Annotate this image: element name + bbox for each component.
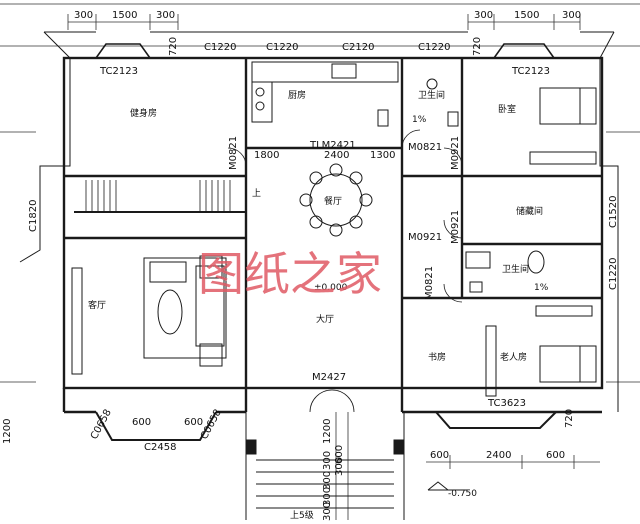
code-tc3623: TC3623 (487, 398, 526, 409)
dim-entry-300a: 300 (322, 451, 333, 470)
room-kitchen: 厨房 (288, 89, 306, 101)
code-tc2123-right: TC2123 (511, 66, 550, 77)
room-bedroom: 卧室 (498, 103, 516, 115)
code-m0921-b: M0921 (408, 232, 442, 243)
roof-outline (19, 31, 619, 412)
code-m0821-mid: M0821 (408, 142, 442, 153)
bay-window-top-left (95, 43, 151, 59)
dim-bottom-right-2: 600 (546, 450, 565, 461)
dimension-lines (0, 3, 640, 520)
code-c1520: C1520 (608, 196, 619, 228)
bay-window-top-right (493, 43, 555, 59)
room-bathroom-top: 卫生间 (418, 89, 445, 101)
dim-tlm-1: 2400 (324, 150, 349, 161)
code-c1220-t3: C1220 (418, 42, 450, 53)
dining-table (299, 163, 373, 237)
bay-window-left (95, 411, 217, 441)
room-bathroom-mid: 卫生间 (502, 263, 529, 275)
kitchen-counter (251, 61, 399, 127)
dim-720-b: 720 (472, 37, 483, 56)
bedroom-furniture (485, 87, 597, 397)
code-tc2123-left: TC2123 (99, 66, 138, 77)
room-storage: 储藏间 (516, 205, 543, 217)
dim-tlm-0: 1800 (254, 150, 279, 161)
watermark: 图纸之家 (198, 247, 382, 301)
room-study: 书房 (428, 351, 446, 363)
dim-top-left-1: 1500 (112, 10, 137, 21)
stairs-up-label: 上5级 (290, 509, 314, 521)
dim-bay-600-left: 600 (132, 417, 151, 428)
dim-bottom-right-1: 2400 (486, 450, 511, 461)
dim-top-right-0: 300 (474, 10, 493, 21)
staircase (74, 180, 246, 213)
code-c1220-t1: C1220 (204, 42, 236, 53)
dim-720-a: 720 (168, 37, 179, 56)
dim-bay-600-right: 600 (184, 417, 203, 428)
dim-top-right-2: 300 (562, 10, 581, 21)
door-swings (227, 129, 463, 413)
dim-top-left-0: 300 (74, 10, 93, 21)
dim-top-right-1: 1500 (514, 10, 539, 21)
slope-top: 1% (412, 115, 427, 125)
dim-entry-300b: 300 (334, 457, 345, 476)
code-m0821-left: M0821 (228, 136, 239, 170)
door-up-label: 上 (252, 188, 261, 199)
room-elder-bedroom: 老人房 (500, 351, 527, 363)
dim-tlm-2: 1300 (370, 150, 395, 161)
level-hall: ±0.000 (314, 283, 348, 293)
dim-720-c: 720 (564, 409, 575, 428)
room-living: 客厅 (88, 299, 106, 311)
dim-top-left-2: 300 (156, 10, 175, 21)
dim-stair-300b: 300 (322, 487, 333, 506)
bathroom-fixtures (426, 78, 545, 293)
code-m0921-a: M0921 (450, 136, 461, 170)
code-tlm2421: TLM2421 (309, 140, 356, 151)
bay-window-right (435, 411, 557, 429)
dim-entry-1200: 1200 (322, 419, 333, 444)
code-m0821-low: M0821 (424, 266, 435, 300)
room-gym: 健身房 (130, 107, 157, 119)
code-c2458: C2458 (144, 442, 176, 453)
entry-stairs (245, 412, 405, 520)
level-marker (427, 481, 449, 491)
room-dining: 餐厅 (324, 195, 342, 207)
code-c1820: C1820 (28, 200, 39, 232)
living-furniture (71, 255, 227, 375)
code-c1220-t2: C1220 (266, 42, 298, 53)
room-hall: 大厅 (316, 313, 334, 325)
dim-stair-300c: 300 (322, 502, 333, 521)
code-c1220-right: C1220 (608, 258, 619, 290)
level-outside: -0.750 (448, 489, 477, 499)
walls (62, 56, 604, 414)
code-m2427: M2427 (312, 372, 346, 383)
dim-left-1200: 1200 (2, 419, 13, 444)
dim-entry-600: 600 (334, 445, 345, 464)
dim-bottom-right-0: 600 (430, 450, 449, 461)
dim-stair-300a: 300 (322, 471, 333, 490)
code-m0921-c: M0921 (450, 210, 461, 244)
slope-mid: 1% (534, 283, 549, 293)
code-c2120-t: C2120 (342, 42, 374, 53)
